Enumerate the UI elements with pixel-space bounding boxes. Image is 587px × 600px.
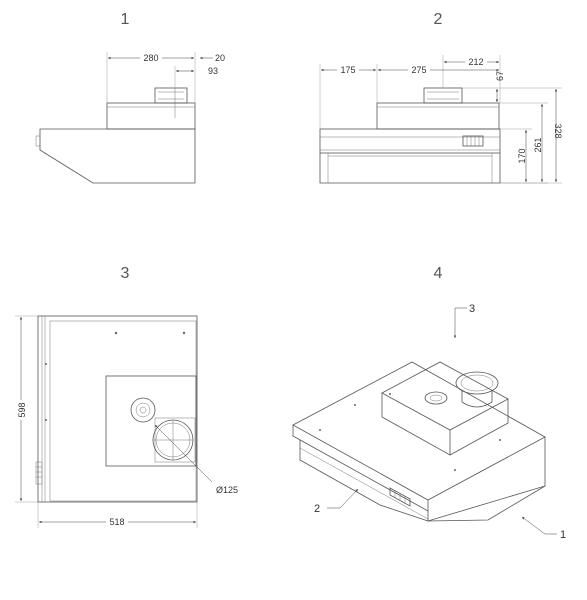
dim-261: 261 <box>533 137 543 152</box>
callout-1: 1 <box>560 529 566 541</box>
dim-328: 328 <box>553 123 563 138</box>
view-number-1: 1 <box>121 11 130 28</box>
dim-280: 280 <box>143 53 158 63</box>
callout-2: 2 <box>314 503 320 515</box>
view-number-4: 4 <box>434 265 443 282</box>
dim-175: 175 <box>340 65 355 75</box>
dim-diameter-125: Ø125 <box>216 485 238 495</box>
view-4-isometric: 3 2 1 <box>292 303 566 541</box>
view-2-front-elevation: 175 275 212 67 170 261 328 <box>319 55 563 184</box>
dim-170: 170 <box>517 148 527 163</box>
view-1-side-elevation: 280 20 93 <box>35 52 225 184</box>
dim-212: 212 <box>468 57 483 67</box>
dim-20: 20 <box>215 53 225 63</box>
view-3-plan-view: Ø125 598 518 <box>14 315 238 528</box>
view-number-2: 2 <box>434 11 443 28</box>
view-number-3: 3 <box>121 265 130 282</box>
dim-67: 67 <box>495 71 505 81</box>
dim-518: 518 <box>109 517 124 527</box>
dim-598: 598 <box>17 402 27 417</box>
dim-93: 93 <box>208 66 218 76</box>
callout-3: 3 <box>469 303 475 315</box>
dim-275: 275 <box>411 65 426 75</box>
